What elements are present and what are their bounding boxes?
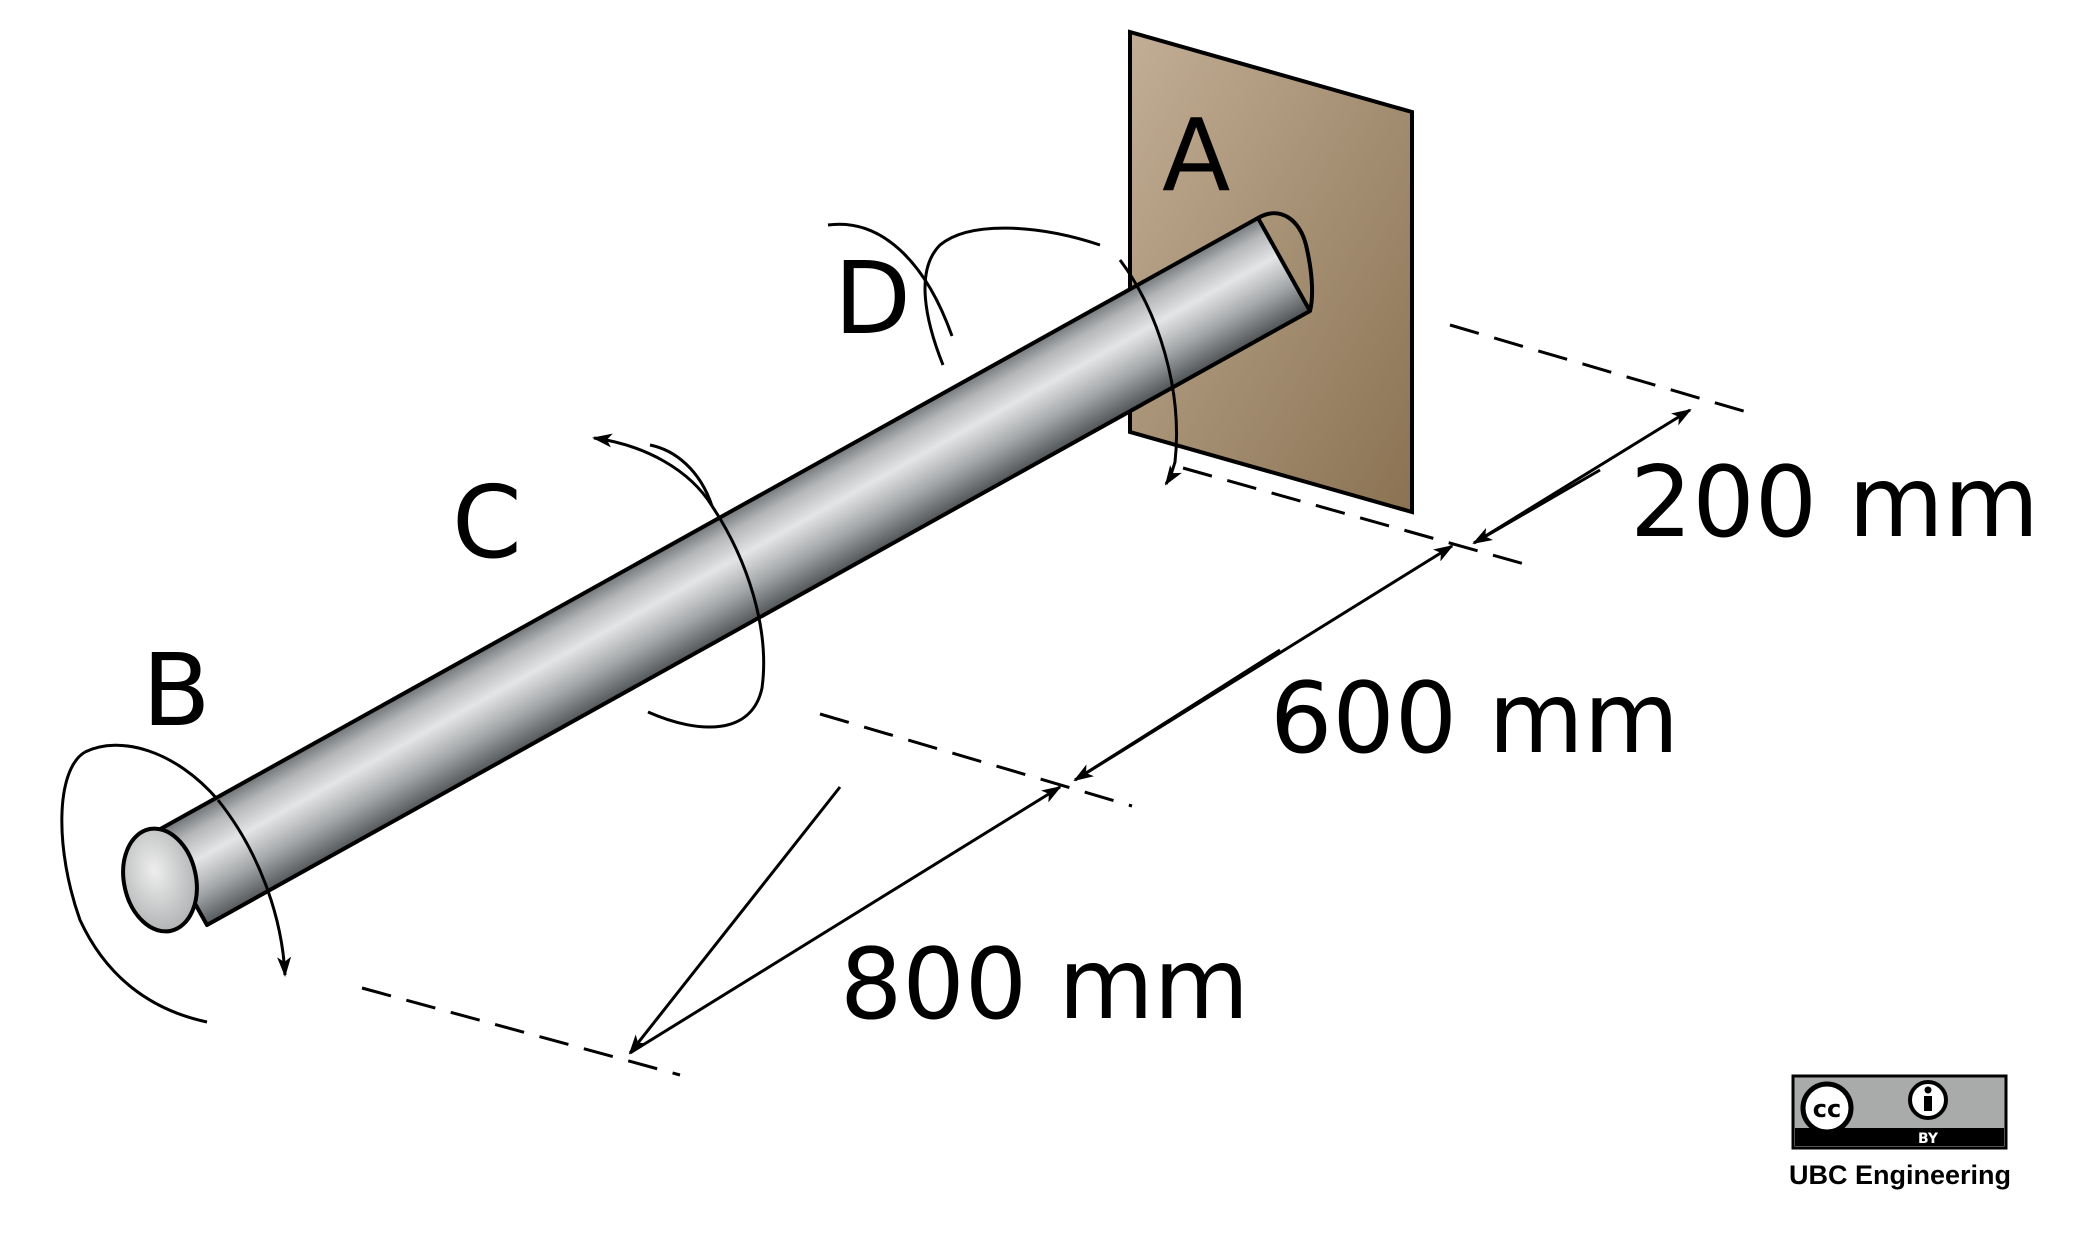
torque-d-arc-back [827, 222, 954, 337]
extension-line-c [819, 712, 1133, 808]
torque-b-arc-back [84, 743, 220, 801]
torque-c-arc-back [649, 443, 714, 507]
dimension-label-200: 200 mm [1630, 446, 2039, 560]
shaft-end-b [121, 826, 199, 934]
cc-icon-text: cc [1813, 1095, 1841, 1123]
torque-c-arc-top [592, 433, 714, 507]
shaft [153, 216, 1312, 927]
shaft-end-a [1256, 211, 1315, 312]
torque-d-arc-front [1118, 259, 1182, 486]
torque-d-arc-top [923, 226, 1101, 366]
label-a: A [1162, 97, 1230, 214]
dimension-label-600: 600 mm [1270, 662, 1679, 776]
dimension-arrow-800-end [629, 785, 1062, 1055]
extension-line-d [1182, 466, 1529, 567]
credit-text: UBC Engineering [1789, 1160, 2011, 1190]
extension-line-b [361, 986, 681, 1077]
cc-by-badge: cc BY [1791, 1074, 2008, 1150]
dimension-arrow-800-start [628, 786, 842, 1055]
label-c: C [452, 464, 522, 581]
cc-icon [1800, 1081, 1854, 1135]
torque-b-arc-front [216, 799, 292, 977]
dimension-label-800: 800 mm [840, 928, 1249, 1042]
extension-line-a [1449, 323, 1758, 417]
torque-c-arc-front [647, 505, 766, 729]
label-d: D [834, 240, 911, 357]
label-b: B [142, 632, 211, 749]
by-text: BY [1918, 1131, 1939, 1147]
dimension-arrow-600-end [1074, 544, 1454, 782]
torque-b-arc-left [60, 750, 208, 1024]
dimension-arrow-200-end [1473, 408, 1692, 545]
